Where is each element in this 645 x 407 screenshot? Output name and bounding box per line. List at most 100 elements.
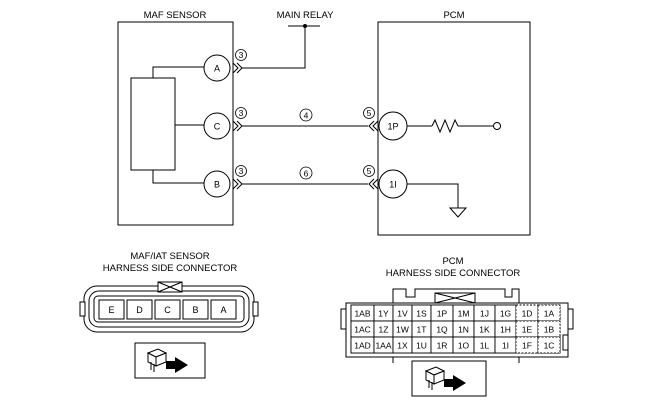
svg-text:1S: 1S <box>416 309 427 319</box>
pcm-terminal-1ac: 1AC <box>350 320 375 338</box>
pcm-terminal-1a: 1A <box>537 304 561 322</box>
pcm-terminal-1f: 1F <box>515 336 539 354</box>
maf-connector-title-1: MAF/IAT SENSOR <box>130 251 209 262</box>
svg-text:B: B <box>214 180 220 190</box>
pcm-terminal-1d: 1D <box>515 304 539 322</box>
pcm-terminal-1y: 1Y <box>373 304 394 322</box>
internal-wire-b <box>152 170 204 184</box>
maf-pin-a: A <box>203 54 231 82</box>
pcm-terminal-1z: 1Z <box>373 320 394 338</box>
svg-text:1R: 1R <box>437 341 448 351</box>
pcm-terminal-1u: 1U <box>411 336 432 354</box>
ground-icon <box>448 207 468 218</box>
svg-text:1A: 1A <box>544 309 555 319</box>
pcm-terminal-1i: 1I <box>494 336 517 354</box>
maf-sensing-element <box>130 77 176 171</box>
maf-terminal-d: D <box>126 299 153 320</box>
svg-text:1T: 1T <box>417 325 427 335</box>
svg-text:1F: 1F <box>522 341 532 351</box>
pcm-terminal-1l: 1L <box>473 336 496 354</box>
pcm-terminal-1j: 1J <box>473 304 496 322</box>
pcm-circle-5-1i: 5 <box>363 165 375 177</box>
pcm-terminal-1h: 1H <box>494 320 517 338</box>
svg-text:3: 3 <box>239 50 244 60</box>
maf-pin-c: C <box>203 112 231 140</box>
maf-pin-b: B <box>203 170 231 198</box>
pcm-label: PCM <box>443 10 464 21</box>
wire-circle-3-a: 3 <box>235 49 247 61</box>
svg-text:1M: 1M <box>458 309 470 319</box>
svg-text:E: E <box>108 305 114 315</box>
svg-text:D: D <box>136 305 143 315</box>
svg-text:1Y: 1Y <box>378 309 389 319</box>
svg-text:C: C <box>214 122 221 132</box>
svg-text:1N: 1N <box>458 325 469 335</box>
svg-text:B: B <box>192 305 198 315</box>
svg-text:5: 5 <box>367 108 372 118</box>
svg-text:1E: 1E <box>522 325 533 335</box>
pcm-terminal-1p: 1P <box>430 304 454 322</box>
pcm-pin-1p: 1P <box>378 111 408 141</box>
svg-text:1W: 1W <box>396 325 409 335</box>
pcm-terminal-1o: 1O <box>452 336 475 354</box>
maf-terminal-b: B <box>182 299 209 320</box>
wire-circle-4: 4 <box>299 108 313 122</box>
wire-circle-3-c: 3 <box>235 107 247 119</box>
wire-circle-6: 6 <box>299 166 313 180</box>
pcm-terminal-1t: 1T <box>411 320 432 338</box>
svg-text:1C: 1C <box>544 341 555 351</box>
pcm-connector-title-2: HARNESS SIDE CONNECTOR <box>386 268 521 279</box>
svg-text:1AD: 1AD <box>354 341 371 351</box>
pcm-pin-1i: 1I <box>378 169 408 199</box>
pcm-terminal-1g: 1G <box>494 304 517 322</box>
pcm-terminal-1ad: 1AD <box>350 336 375 354</box>
svg-text:1Z: 1Z <box>379 325 389 335</box>
svg-text:1I: 1I <box>502 341 509 351</box>
internal-wire-a <box>152 66 204 78</box>
svg-text:1AA: 1AA <box>375 341 391 351</box>
svg-text:1P: 1P <box>437 309 448 319</box>
main-relay-label: MAIN RELAY <box>277 10 335 21</box>
pcm-1i-ground-wire <box>407 183 459 208</box>
pcm-terminal-1s: 1S <box>411 304 432 322</box>
svg-text:1K: 1K <box>479 325 490 335</box>
wire-circle-3-b: 3 <box>235 165 247 177</box>
pcm-terminal-1q: 1Q <box>430 320 454 338</box>
maf-sensor-label: MAF SENSOR <box>144 10 207 21</box>
pcm-terminal-1k: 1K <box>473 320 496 338</box>
svg-text:A: A <box>220 305 226 315</box>
svg-text:1B: 1B <box>544 325 555 335</box>
pcm-terminal-1w: 1W <box>392 320 413 338</box>
pcm-terminal-1r: 1R <box>430 336 454 354</box>
svg-text:1D: 1D <box>522 309 533 319</box>
svg-text:4: 4 <box>304 110 309 120</box>
svg-text:3: 3 <box>239 166 244 176</box>
pcm-terminal-1n: 1N <box>452 320 475 338</box>
pcm-terminal-1b: 1B <box>537 320 561 338</box>
svg-text:1H: 1H <box>500 325 511 335</box>
svg-text:5: 5 <box>367 166 372 176</box>
voltage-terminal-icon <box>493 122 501 130</box>
svg-text:1J: 1J <box>480 309 489 319</box>
svg-text:1Q: 1Q <box>436 325 448 335</box>
pcm-terminal-1ab: 1AB <box>350 304 375 322</box>
pcm-terminal-1aa: 1AA <box>373 336 394 354</box>
svg-text:1AB: 1AB <box>354 309 370 319</box>
svg-text:1AC: 1AC <box>354 325 371 335</box>
svg-text:1O: 1O <box>458 341 470 351</box>
svg-text:1X: 1X <box>397 341 408 351</box>
maf-connector-title-2: HARNESS SIDE CONNECTOR <box>103 263 238 274</box>
pcm-circle-5-1p: 5 <box>363 107 375 119</box>
svg-text:1I: 1I <box>389 180 397 190</box>
svg-text:6: 6 <box>304 168 309 178</box>
resistor-icon <box>431 118 459 134</box>
pcm-terminal-1x: 1X <box>392 336 413 354</box>
maf-terminal-e: E <box>98 299 125 320</box>
maf-harness-connector: E D C B A <box>79 281 259 333</box>
pcm-box <box>377 21 531 236</box>
svg-text:3: 3 <box>239 108 244 118</box>
maf-terminal-c: C <box>154 299 181 320</box>
